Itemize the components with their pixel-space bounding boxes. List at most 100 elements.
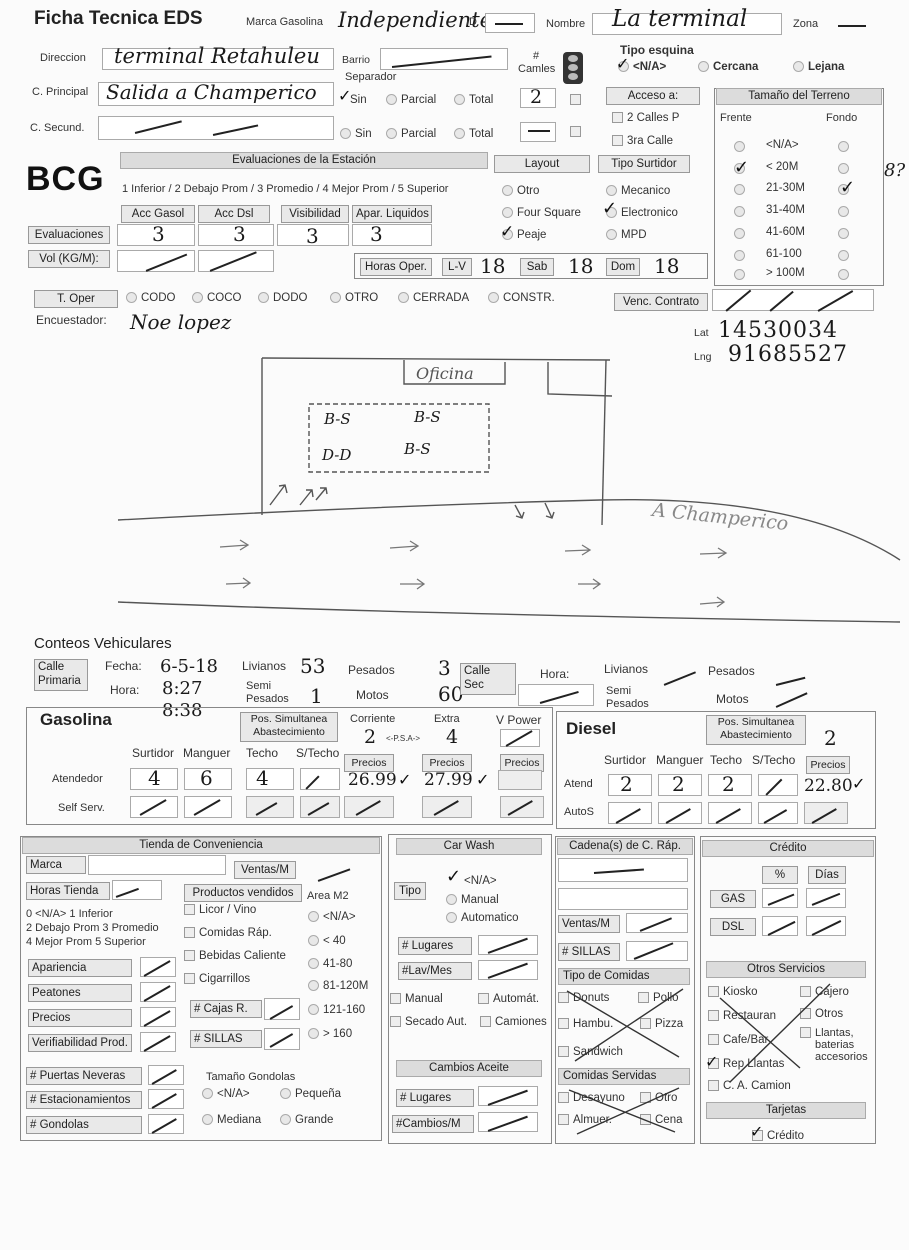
cadena-field-2[interactable]: [558, 888, 688, 910]
hora2-field[interactable]: [518, 684, 594, 706]
lat-value[interactable]: 14530034: [718, 318, 838, 343]
encuestador-value[interactable]: Noe lopez: [130, 310, 232, 334]
area-radio[interactable]: [308, 1028, 319, 1040]
carwash-manual[interactable]: Manual: [446, 894, 499, 906]
area-option[interactable]: 121-160: [308, 1004, 365, 1016]
comida-sandwich[interactable]: Sandwich: [558, 1046, 623, 1058]
lng-value[interactable]: 91685527: [728, 342, 848, 367]
area-option[interactable]: <N/A>: [308, 911, 356, 923]
lv-value[interactable]: 18: [480, 254, 506, 278]
cajas-field[interactable]: [264, 998, 300, 1020]
frente-radio[interactable]: [734, 206, 745, 217]
cercana-radio[interactable]: [698, 61, 709, 73]
area-radio[interactable]: [308, 980, 319, 992]
carwash-automat[interactable]: Automát.: [478, 993, 539, 1005]
hora-value-2[interactable]: 8:38: [162, 700, 203, 721]
acceso-2calles[interactable]: 2 Calles P: [612, 112, 679, 124]
fondo-radio[interactable]: [838, 163, 849, 174]
oper-constr[interactable]: CONSTR.: [488, 292, 555, 304]
sec-carriles-field[interactable]: [520, 122, 556, 142]
sec-total[interactable]: Total: [454, 128, 493, 140]
gas-price-2[interactable]: 27.99: [424, 770, 473, 790]
frente-radio[interactable]: [734, 269, 745, 280]
vol-field-1[interactable]: [117, 250, 195, 272]
carwash-na[interactable]: <N/A>: [464, 875, 497, 887]
livianos-value[interactable]: 53: [300, 654, 326, 678]
oper-codo[interactable]: CODO: [126, 292, 176, 304]
venc-contrato-button[interactable]: Venc. Contrato: [614, 293, 708, 311]
area-option[interactable]: 41-80: [308, 958, 352, 970]
serv-rep-llantas[interactable]: Rep Llantas: [708, 1058, 784, 1070]
frente-radio[interactable]: [734, 184, 745, 195]
carwash-manual2[interactable]: Manual: [390, 993, 443, 1005]
fecha-value[interactable]: 6-5-18: [160, 656, 218, 677]
comida-hambu[interactable]: Hambu.: [558, 1018, 613, 1030]
carwash-camiones[interactable]: Camiones: [480, 1016, 547, 1028]
eval-acc-dsl[interactable]: [198, 224, 274, 246]
surtidor-mecanico[interactable]: Mecanico: [606, 185, 670, 197]
sec-carriles-check[interactable]: [570, 124, 585, 138]
dsl-t-field[interactable]: [708, 774, 752, 796]
pesados-value[interactable]: 3: [438, 656, 451, 680]
comida-donuts[interactable]: Donuts: [558, 992, 609, 1004]
serv-kiosko[interactable]: Kiosko: [708, 986, 758, 998]
horas-oper-button[interactable]: Horas Oper.: [360, 258, 432, 276]
layout-otro[interactable]: Otro: [502, 185, 539, 197]
oper-otro[interactable]: OTRO: [330, 292, 378, 304]
prod-comidas[interactable]: Comidas Ráp.: [184, 927, 272, 939]
fondo-radio[interactable]: [838, 250, 849, 261]
oper-coco[interactable]: COCO: [192, 292, 242, 304]
sep-sin[interactable]: Sin: [350, 94, 367, 106]
dsl-s-field[interactable]: [608, 774, 652, 796]
serv-llantas[interactable]: Llantas, baterias accesorios: [800, 1027, 877, 1063]
serv-ca-camion[interactable]: C. A. Camion: [708, 1080, 791, 1092]
gas-s-field[interactable]: [130, 768, 178, 790]
frente-radio[interactable]: [734, 163, 745, 174]
eval-acc-gasol[interactable]: [117, 224, 195, 246]
parcial-radio[interactable]: [386, 94, 397, 106]
lejana-radio[interactable]: [793, 61, 804, 73]
area-radio[interactable]: [308, 1004, 319, 1016]
acc-gasol-header[interactable]: Acc Gasol: [121, 205, 195, 223]
fondo-radio[interactable]: [838, 206, 849, 217]
fondo-radio[interactable]: [838, 228, 849, 239]
gas-price-3-field[interactable]: [498, 770, 542, 790]
gondola-mediana[interactable]: Mediana: [202, 1114, 261, 1126]
layout-peaje[interactable]: Peaje: [502, 229, 546, 241]
apar-liquidos-header[interactable]: Apar. Liquidos: [352, 205, 432, 223]
eval-visibilidad[interactable]: [277, 224, 349, 246]
comida-pollo[interactable]: Pollo: [638, 992, 679, 1004]
comida-pizza[interactable]: Pizza: [640, 1018, 683, 1030]
motos-value[interactable]: 60: [438, 682, 464, 706]
acceso-button[interactable]: Acceso a:: [606, 87, 700, 105]
gondola-pequena[interactable]: Pequeña: [280, 1088, 341, 1100]
prod-bebidas[interactable]: Bebidas Caliente: [184, 950, 286, 962]
carriles-field[interactable]: [520, 88, 556, 108]
direccion-field[interactable]: [102, 48, 334, 70]
area-radio[interactable]: [308, 958, 319, 970]
layout-four-square[interactable]: Four Square: [502, 207, 581, 219]
carriles-check[interactable]: [570, 92, 585, 106]
tienda-marca-field[interactable]: [88, 855, 226, 875]
venc-field[interactable]: [712, 289, 874, 311]
esquina-cercana[interactable]: Cercana: [698, 61, 758, 73]
prod-cigarrillos[interactable]: Cigarrillos: [184, 973, 250, 985]
frente-radio[interactable]: [734, 250, 745, 261]
sep-parcial[interactable]: Parcial: [386, 94, 436, 106]
sec-sin[interactable]: Sin: [340, 128, 372, 140]
area-option[interactable]: < 40: [308, 935, 346, 947]
acc-dsl-header[interactable]: Acc Dsl: [198, 205, 270, 223]
sep-total[interactable]: Total: [454, 94, 493, 106]
hora-value-1[interactable]: 8:27: [162, 678, 203, 699]
frente-radio[interactable]: [734, 141, 745, 152]
fondo-radio[interactable]: [838, 269, 849, 280]
acceso-3calle[interactable]: 3ra Calle: [612, 135, 673, 147]
esquina-na-radio[interactable]: [618, 61, 629, 73]
dsl-m-field[interactable]: [658, 774, 702, 796]
sec-parcial[interactable]: Parcial: [386, 128, 436, 140]
oper-dodo[interactable]: DODO: [258, 292, 308, 304]
gas-m-field[interactable]: [184, 768, 232, 790]
semi-value[interactable]: 1: [310, 684, 323, 708]
area-radio[interactable]: [308, 935, 319, 947]
surtidor-mpd[interactable]: MPD: [606, 229, 647, 241]
